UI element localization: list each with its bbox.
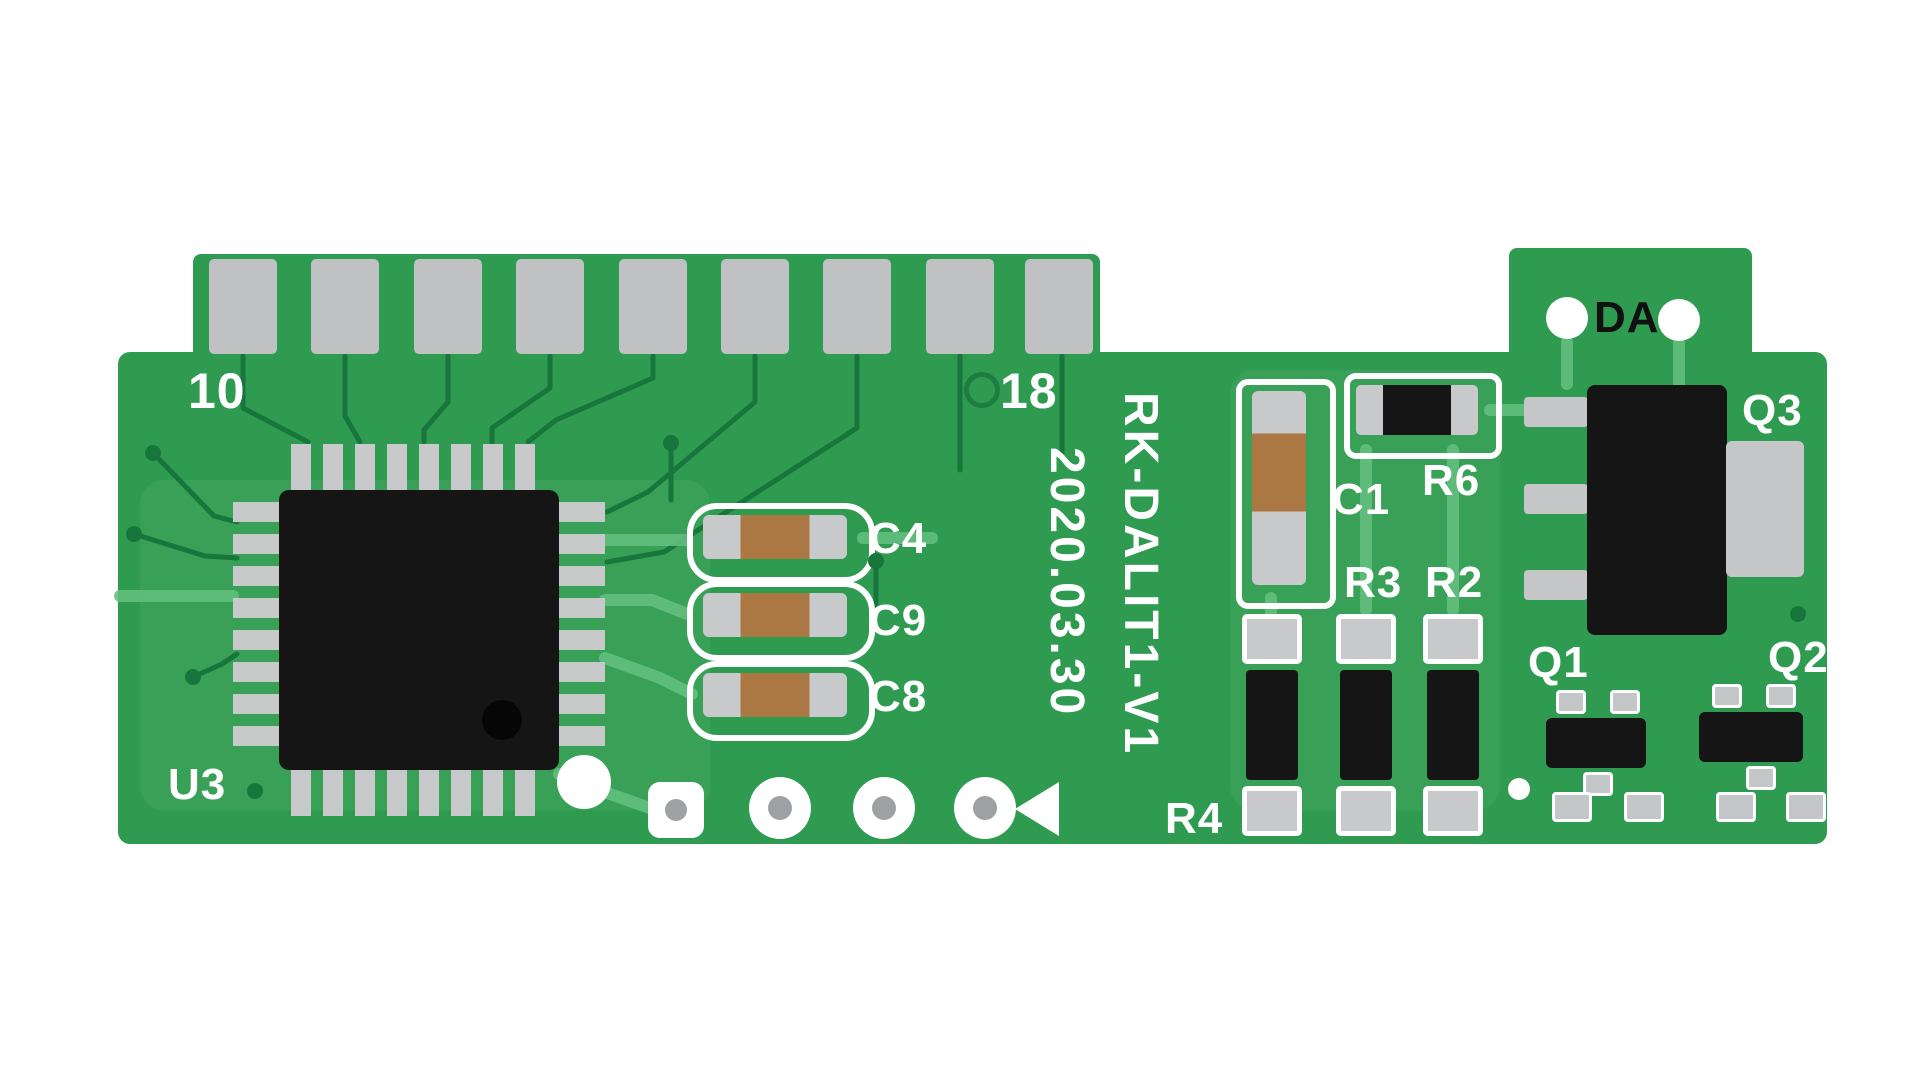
fiducial-dot <box>1508 778 1530 800</box>
q3-transistor-body <box>1587 385 1727 635</box>
q1-pad <box>1583 772 1613 796</box>
da-pad-hole <box>1658 299 1700 341</box>
c1-capacitor <box>1252 391 1306 585</box>
via <box>126 526 142 542</box>
dark-traces <box>131 353 1065 680</box>
connector-pad <box>721 259 789 354</box>
c9-silk-outline <box>687 581 875 661</box>
q2-pad <box>1712 684 1742 708</box>
c4-capacitor <box>703 515 847 559</box>
via <box>663 435 679 451</box>
through-hole <box>872 796 896 820</box>
u3-leads-left <box>233 502 279 758</box>
resistor-pad <box>1336 786 1396 836</box>
q3-lead <box>1524 397 1588 427</box>
c8-capacitor <box>703 673 847 717</box>
pin-label-10: 10 <box>188 363 246 419</box>
c4-silk-outline <box>687 503 875 583</box>
q3-lead <box>1524 484 1588 514</box>
r4-label: R4 <box>1165 794 1224 843</box>
q2-pad <box>1766 684 1796 708</box>
u3-label: U3 <box>168 760 227 809</box>
via <box>145 445 161 461</box>
q2-label: Q2 <box>1768 633 1829 682</box>
board-model: RK-DALIT1-V1 <box>1114 392 1167 757</box>
resistor-body <box>1427 670 1479 780</box>
via <box>1790 606 1806 622</box>
via <box>185 669 201 685</box>
through-hole <box>973 796 997 820</box>
q1-pad <box>1556 690 1586 714</box>
connector-pad <box>926 259 994 354</box>
u3-ic-body <box>279 490 559 770</box>
q3-label: Q3 <box>1742 386 1803 435</box>
q3-lead <box>1524 570 1588 600</box>
da-label: DA <box>1594 293 1660 342</box>
c9-capacitor <box>703 593 847 637</box>
connector-pad <box>619 259 687 354</box>
u3-pin1-dot <box>482 700 522 740</box>
c9-label: C9 <box>869 596 928 645</box>
q3-heatsink-tab <box>1726 441 1804 577</box>
resistor-body <box>1246 670 1298 780</box>
solder-pad <box>1624 792 1664 822</box>
through-hole <box>768 796 792 820</box>
connector-pad <box>1025 259 1093 354</box>
r6-label: R6 <box>1422 456 1481 505</box>
solder-pad <box>1786 792 1826 822</box>
da-pad-hole <box>1546 297 1588 339</box>
connector-pad <box>823 259 891 354</box>
u3-leads-bottom <box>291 770 547 816</box>
resistor-pad <box>1242 786 1302 836</box>
through-hole <box>665 799 687 821</box>
r2-label: R2 <box>1425 558 1484 607</box>
resistor-pad <box>1336 614 1396 664</box>
q1-transistor-body <box>1546 718 1646 768</box>
c1-silk-outline <box>1236 379 1336 609</box>
connector-pad <box>209 259 277 354</box>
via <box>247 783 263 799</box>
via <box>868 553 884 569</box>
silkscreen-arrow <box>1015 782 1059 836</box>
solder-pad <box>1552 792 1592 822</box>
u3-leads-top <box>291 444 547 490</box>
connector-pad <box>311 259 379 354</box>
r3-label: R3 <box>1344 558 1403 607</box>
c1-label: C1 <box>1332 475 1391 524</box>
connector-pad <box>414 259 482 354</box>
r6-silk-outline <box>1344 373 1502 459</box>
resistor-pad <box>1423 614 1483 664</box>
resistor-pad <box>1242 614 1302 664</box>
resistor-pad <box>1423 786 1483 836</box>
board-date: 2020.03.30 <box>1040 447 1093 718</box>
c8-silk-outline <box>687 661 875 741</box>
connector-pad <box>516 259 584 354</box>
q1-pad <box>1610 690 1640 714</box>
test-pad-circle <box>557 755 611 809</box>
pin-label-18: 18 <box>1000 363 1058 419</box>
mounting-hole <box>964 372 1000 408</box>
q2-pad <box>1746 766 1776 790</box>
q1-label: Q1 <box>1528 638 1589 687</box>
r6-resistor <box>1356 385 1478 435</box>
solder-pad <box>1716 792 1756 822</box>
c8-label: C8 <box>869 672 928 721</box>
u3-leads-right <box>559 502 605 758</box>
resistor-body <box>1340 670 1392 780</box>
q2-transistor-body <box>1699 712 1803 762</box>
